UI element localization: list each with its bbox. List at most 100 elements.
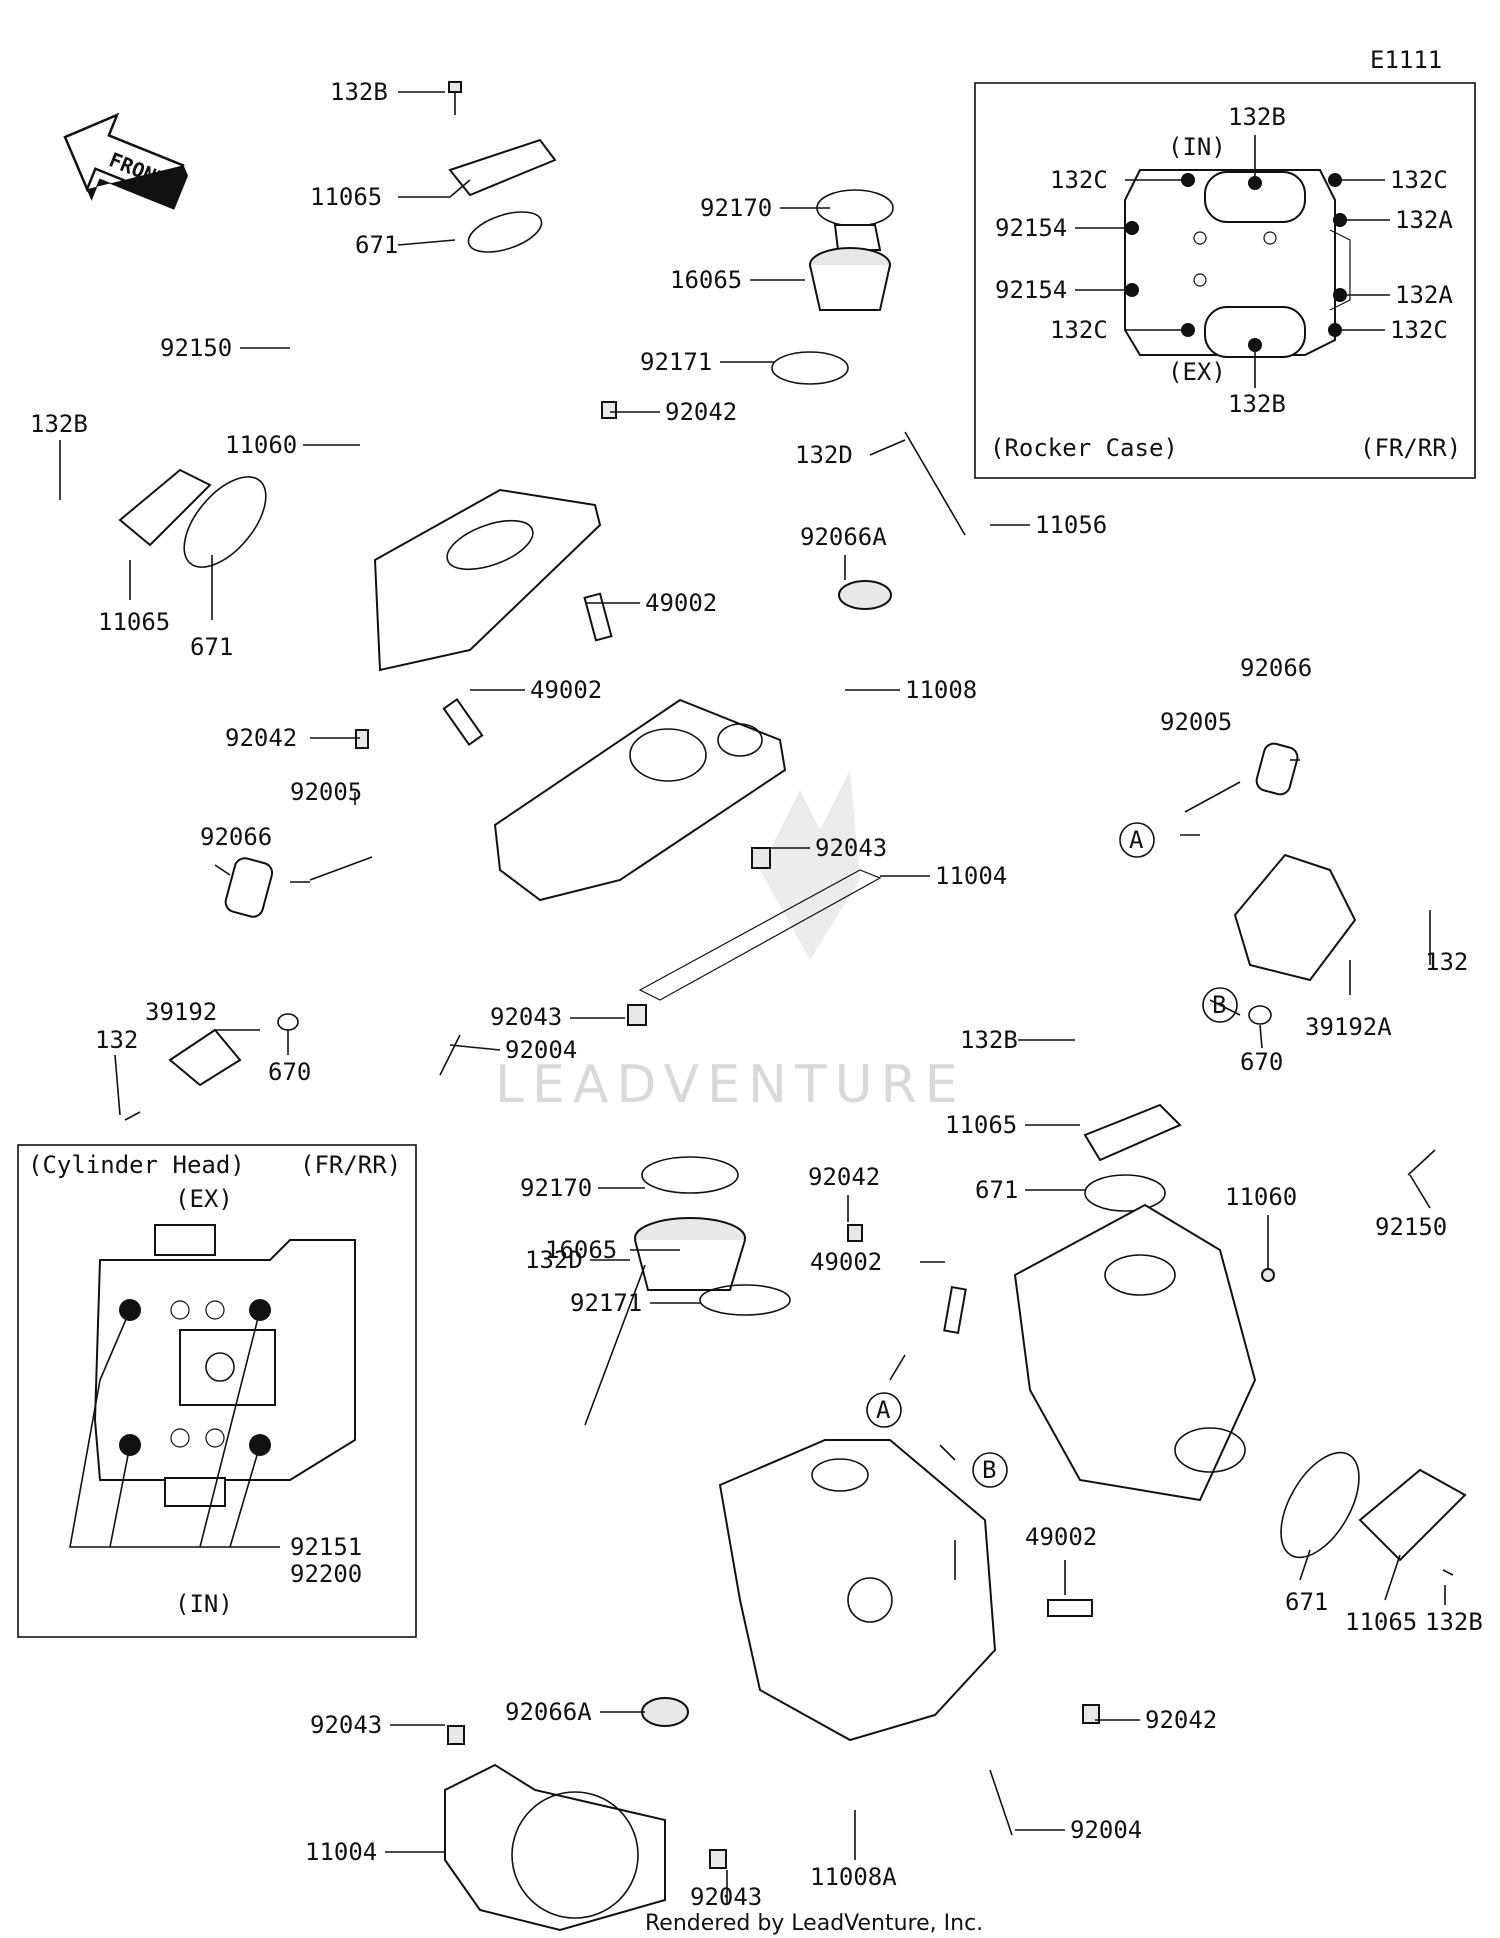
part-label: 670 [268, 1058, 311, 1086]
leader-lines [59, 91, 1446, 1905]
rocker-label: 132C [1390, 316, 1448, 344]
part-label: 11060 [1225, 1183, 1297, 1211]
part-label: 671 [355, 231, 398, 259]
bolt-part [1407, 1149, 1436, 1176]
pin-part [1184, 781, 1241, 813]
ref-letter: A [1129, 826, 1144, 854]
ref-circle-a [1119, 822, 1155, 858]
rocker-case-hole [1193, 231, 1207, 245]
cylinder-label: 92151 [290, 1533, 362, 1561]
gasket-part [1280, 1451, 1360, 1559]
parts-drawings [118, 81, 1467, 1932]
rocker-cover-part [448, 138, 557, 197]
rocker-label: 132C [1390, 166, 1448, 194]
cylinder-head-port [717, 723, 763, 757]
leader-line [69, 1309, 280, 1548]
part-label: 132D [525, 1246, 583, 1274]
part-label: 92042 [808, 1163, 880, 1191]
rocker-case-inset: 132B (IN) 132C 132C 92154 132A 92154 132… [974, 82, 1476, 479]
cylinder-head-port [629, 728, 707, 782]
bolt-part [904, 431, 966, 536]
rocker-case-flange [1329, 229, 1351, 311]
part-label: 132B [330, 78, 388, 106]
part-label: 132D [795, 441, 853, 469]
cylinder-in-label: (IN) [175, 1590, 233, 1618]
ref-circle-b [1202, 987, 1238, 1023]
part-label: 132B [1425, 1608, 1483, 1636]
part-label: 670 [1240, 1048, 1283, 1076]
spark-plug-hole [205, 1352, 235, 1382]
part-label: 11065 [310, 183, 382, 211]
rocker-label: 92154 [995, 214, 1067, 242]
part-label: 92043 [310, 1711, 382, 1739]
part-label: 92171 [640, 348, 712, 376]
part-label: 11004 [305, 1838, 377, 1866]
washer-part [1261, 1268, 1275, 1282]
part-label: 92171 [570, 1289, 642, 1317]
rocker-in-label: (IN) [1168, 133, 1226, 161]
cylinder-head-inset: (Cylinder Head) (FR/RR) (EX) 92151 92200… [17, 1144, 417, 1638]
part-labels: 132B 11065 671 92170 16065 92171 92150 9… [30, 78, 1483, 1911]
part-label: 92042 [225, 724, 297, 752]
watermark-text: LEADVENTURE [495, 1055, 966, 1115]
part-label: 132 [1425, 948, 1468, 976]
head-hole [205, 1428, 225, 1448]
part-label: 92043 [490, 1003, 562, 1031]
rocker-label: 132A [1395, 281, 1453, 309]
part-label: 49002 [1025, 1523, 1097, 1551]
ref-circle-b [972, 1452, 1008, 1488]
dowel-part [709, 1849, 727, 1869]
part-label: 92066A [800, 523, 887, 551]
cylinder-inset-title: (Cylinder Head) [28, 1151, 245, 1179]
cylinder-head-part [718, 1439, 997, 1742]
ref-letter: B [1212, 991, 1226, 1019]
part-label: 39192A [1305, 1013, 1392, 1041]
part-label: 92043 [815, 834, 887, 862]
bolt-head [448, 81, 462, 93]
dowel-part [847, 1224, 863, 1242]
rocker-case-part [373, 488, 602, 672]
intake-joint-part [634, 1239, 746, 1291]
part-label: 92170 [520, 1174, 592, 1202]
part-label: 92005 [290, 778, 362, 806]
intake-joint-part [809, 264, 891, 311]
part-label: 671 [975, 1176, 1018, 1204]
part-label: 92004 [1070, 1816, 1142, 1844]
rocker-case-hole [1263, 231, 1277, 245]
ref-letter: B [982, 1456, 996, 1484]
water-pipe-part [168, 1028, 242, 1087]
part-label: 11008 [905, 676, 977, 704]
rocker-inset-title: (Rocker Case) [990, 434, 1178, 462]
stud-part [989, 1769, 1013, 1836]
part-label: 92170 [700, 194, 772, 222]
clamp-part [641, 1156, 739, 1194]
bolt-part [1442, 1569, 1454, 1576]
part-label: 11065 [98, 608, 170, 636]
part-label: 132B [30, 410, 88, 438]
reference-circles [866, 822, 1238, 1488]
part-label: 16065 [545, 1236, 617, 1264]
part-label: 671 [190, 633, 233, 661]
part-label: 49002 [645, 589, 717, 617]
cylinder-head-inset-frame [17, 1144, 417, 1638]
part-label: 49002 [810, 1248, 882, 1276]
cylinder-head-ex-port [154, 1224, 216, 1256]
rocker-case-inset-frame [974, 82, 1476, 479]
part-label: 92150 [1375, 1213, 1447, 1241]
part-label: 92043 [690, 1883, 762, 1911]
part-label: 92066A [505, 1698, 592, 1726]
valve-guide-part [943, 1285, 967, 1335]
rocker-label: 132B [1228, 390, 1286, 418]
head-gasket-part [638, 869, 882, 1001]
cylinder-inset-variant: (FR/RR) [300, 1151, 401, 1179]
rocker-label: 132B [1228, 103, 1286, 131]
cylinder-head-port [847, 1577, 893, 1623]
valve-guide-part [1047, 1599, 1093, 1617]
rocker-case-port [1104, 1254, 1176, 1296]
rocker-inset-variant: (FR/RR) [1360, 434, 1461, 462]
rocker-label: 92154 [995, 276, 1067, 304]
water-pipe-part [1233, 853, 1357, 982]
cylinder-head-part [493, 698, 787, 902]
plug-part [224, 857, 274, 918]
